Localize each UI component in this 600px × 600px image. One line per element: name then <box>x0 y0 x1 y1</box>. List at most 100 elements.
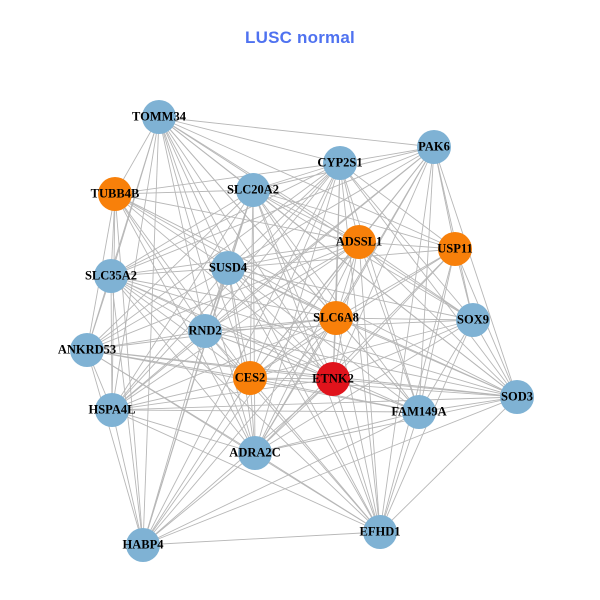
network-node-label-tubb4b: TUBB4B <box>91 186 140 200</box>
network-node-label-susd4: SUSD4 <box>209 260 248 274</box>
network-edge <box>204 317 337 332</box>
network-edge <box>227 162 341 269</box>
network-edge <box>111 162 341 411</box>
network-edge <box>110 275 337 319</box>
network-edge <box>227 267 256 454</box>
page-title: LUSC normal <box>245 28 355 47</box>
network-edge <box>114 193 251 379</box>
network-edge <box>379 146 435 533</box>
network-node-hspa4l[interactable] <box>95 393 129 427</box>
network-edge <box>142 452 256 546</box>
network-edge <box>110 275 334 380</box>
network-edge <box>142 267 229 546</box>
network-edge <box>114 193 206 332</box>
network-node-adssl1[interactable] <box>342 225 376 259</box>
network-edge <box>254 411 420 454</box>
network-edge <box>358 241 420 413</box>
network-edge <box>110 146 435 277</box>
network-node-label-cyp2s1: CYP2S1 <box>317 155 362 169</box>
network-edge <box>204 330 256 454</box>
network-edge <box>418 248 456 413</box>
network-edge <box>252 189 360 243</box>
network-edge <box>252 189 334 380</box>
network-node-usp11[interactable] <box>438 232 472 266</box>
network-node-susd4[interactable] <box>211 251 245 285</box>
network-edge <box>110 267 229 277</box>
network-node-sox9[interactable] <box>456 303 490 337</box>
network-node-label-fam149a: FAM149A <box>391 404 446 418</box>
network-edge <box>114 193 229 269</box>
network-node-cyp2s1[interactable] <box>323 146 357 180</box>
network-edge <box>254 452 381 533</box>
network-edge <box>110 275 251 379</box>
network-edge <box>252 189 337 319</box>
network-node-etnk2[interactable] <box>316 362 350 396</box>
network-edge <box>158 116 206 332</box>
network-edge <box>254 146 435 454</box>
network-edge <box>379 396 518 533</box>
network-edge <box>114 193 144 546</box>
network-node-tomm34[interactable] <box>142 100 176 134</box>
network-edge <box>142 317 337 546</box>
network-node-slc6a8[interactable] <box>319 301 353 335</box>
network-edge <box>335 317 420 413</box>
network-node-efhd1[interactable] <box>363 515 397 549</box>
network-node-label-slc6a8: SLC6A8 <box>313 310 359 324</box>
network-node-slc35a2[interactable] <box>94 259 128 293</box>
network-edge <box>254 317 337 454</box>
edge-layer <box>86 116 518 546</box>
network-edge <box>142 116 160 546</box>
network-node-ankrd53[interactable] <box>70 333 104 367</box>
network-edge <box>358 241 381 533</box>
network-node-label-ankrd53: ANKRD53 <box>58 342 116 356</box>
network-edge <box>227 241 360 269</box>
network-edge <box>111 189 254 411</box>
network-node-adra2c[interactable] <box>238 436 272 470</box>
network-node-label-etnk2: ETNK2 <box>312 371 354 385</box>
network-edge <box>332 248 456 380</box>
network-node-tubb4b[interactable] <box>98 177 132 211</box>
network-edge <box>114 189 254 195</box>
network-edge <box>114 162 341 195</box>
network-edge <box>249 319 474 379</box>
network-node-pak6[interactable] <box>417 130 451 164</box>
network-edge <box>110 189 254 277</box>
network-edge <box>433 146 518 398</box>
network-edge <box>204 330 518 398</box>
network-edge <box>227 248 456 269</box>
network-edge <box>110 275 518 398</box>
network-edge <box>142 378 334 546</box>
network-edge <box>339 162 420 413</box>
network-edge <box>332 162 341 380</box>
network-edge <box>86 241 360 351</box>
network-edge <box>332 146 435 380</box>
network-node-slc20a2[interactable] <box>236 173 270 207</box>
network-edge <box>158 116 341 164</box>
network-edge <box>332 319 474 380</box>
network-node-ces2[interactable] <box>233 361 267 395</box>
network-edge <box>111 193 116 411</box>
network-edge <box>335 317 474 321</box>
network-edge <box>110 275 206 332</box>
network-node-habp4[interactable] <box>126 528 160 562</box>
network-edge <box>111 409 420 413</box>
network-edge <box>254 378 334 454</box>
network-edge <box>158 116 456 250</box>
network-node-label-slc20a2: SLC20A2 <box>227 182 279 196</box>
network-edge <box>86 330 206 351</box>
network-edge <box>249 377 381 533</box>
network-edge <box>114 193 256 454</box>
network-edge <box>158 116 334 380</box>
network-edge <box>142 396 518 546</box>
network-edge <box>158 116 256 454</box>
network-node-label-efhd1: EFHD1 <box>360 524 401 538</box>
network-node-rnd2[interactable] <box>188 314 222 348</box>
network-edge <box>254 396 518 454</box>
network-node-fam149a[interactable] <box>402 395 436 429</box>
network-node-sod3[interactable] <box>500 380 534 414</box>
network-edge <box>86 116 160 351</box>
network-edge <box>335 248 456 319</box>
network-node-label-habp4: HABP4 <box>123 537 165 551</box>
network-edge <box>249 189 254 379</box>
